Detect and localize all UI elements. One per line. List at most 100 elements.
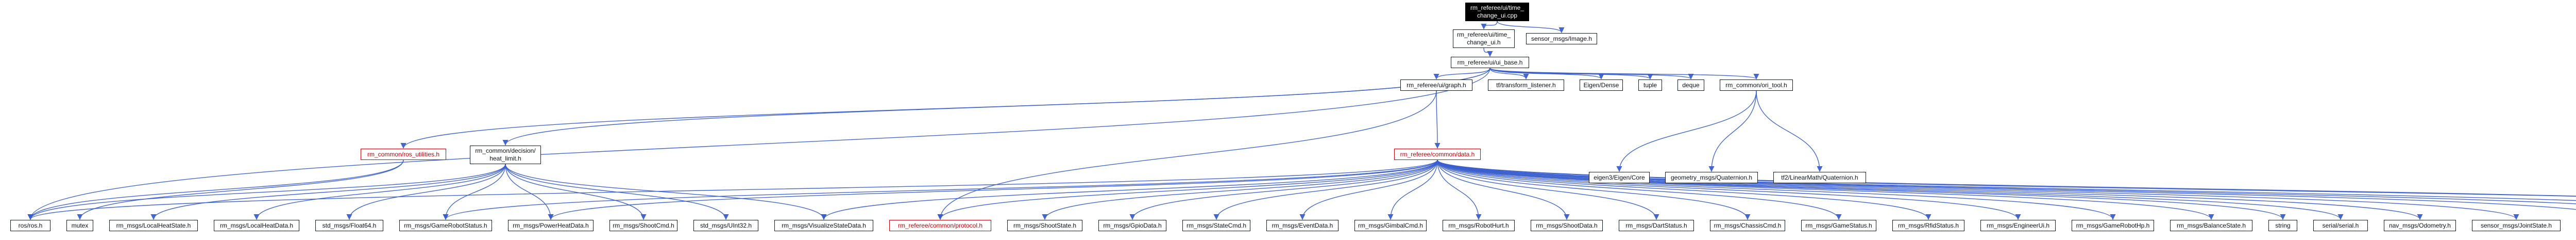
include-edge-rosutil-b1 (27, 159, 404, 220)
include-edge-uibase-eigen (1489, 68, 1604, 80)
graph-node-deque: deque (1677, 79, 1704, 91)
graph-node-b21: rm_msgs/GameStatus.h (1801, 220, 1876, 231)
graph-node-b20: rm_msgs/ChassisCmd.h (1710, 220, 1785, 231)
graph-node-image: sensor_msgs/Image.h (1526, 33, 1597, 44)
include-edge-uibase-b1 (27, 68, 1490, 220)
include-edge-data-b27 (1437, 159, 2344, 220)
graph-node-b27: serial/serial.h (2313, 220, 2368, 231)
graph-node-b4: rm_msgs/LocalHeatData.h (214, 220, 299, 231)
include-edge-heat-b4 (253, 164, 506, 220)
include-edge-tcu_h-uibase (1483, 47, 1493, 57)
include-edge-data-b6 (443, 159, 1438, 220)
graph-node-b16: rm_msgs/GimbalCmd.h (1354, 220, 1427, 231)
include-edge-data-b28 (1437, 159, 2423, 220)
graph-node-b12: rm_msgs/ShootState.h (1007, 220, 1082, 231)
include-edge-uibase-heat (502, 68, 1490, 146)
graph-node-graph[interactable]: rm_referee/ui/graph.h (1400, 79, 1472, 91)
graph-node-b11[interactable]: rm_referee/common/protocol.h (889, 220, 991, 231)
include-edge-data-b30 (1437, 159, 2576, 210)
graph-node-b29: sensor_msgs/JointState.h (2472, 220, 2561, 231)
graph-node-uibase[interactable]: rm_referee/ui/ui_base.h (1451, 57, 1529, 68)
include-edge-data-b18 (1437, 159, 1570, 220)
include-edge-uibase-tuple (1489, 68, 1653, 80)
graph-node-tcu_h[interactable]: rm_referee/ui/time_ change_ui.h (1453, 29, 1515, 48)
include-edge-data-b13 (1129, 159, 1438, 220)
include-edge-uibase-tf (1489, 68, 1529, 80)
include-edge-heat-b9 (505, 164, 729, 220)
graph-node-b8: rm_msgs/ShootCmd.h (609, 220, 677, 231)
graph-node-tf: tf/transform_listener.h (1488, 79, 1564, 91)
include-edge-heat-b10 (505, 164, 827, 220)
include-edge-data-b34 (1437, 159, 2576, 197)
include-edge-data-b11 (937, 159, 1438, 220)
graph-node-b28: nav_msgs/Odometry.h (2384, 220, 2456, 231)
include-edge-heat-b1 (27, 164, 506, 220)
graph-node-heat[interactable]: rm_common/decision/ heat_limit.h (470, 146, 541, 164)
graph-node-b14: rm_msgs/StateCmd.h (1182, 220, 1250, 231)
graph-node-b26: string (2268, 220, 2297, 231)
graph-node-eigen: Eigen/Dense (1580, 79, 1623, 91)
include-edge-data-b16 (1387, 159, 1438, 220)
include-edge-data-b10 (821, 159, 1438, 220)
include-edge-graph-b11 (937, 90, 1437, 220)
graph-node-b9: std_msgs/UInt32.h (693, 220, 758, 231)
include-edge-uibase-oritool (1489, 68, 1759, 80)
include-edge-heat-b5 (346, 164, 506, 220)
graph-node-b7: rm_msgs/PowerHeatData.h (508, 220, 594, 231)
graph-node-b13: rm_msgs/GpioData.h (1098, 220, 1166, 231)
include-edge-heat-b8 (505, 164, 647, 220)
include-edge-data-b21 (1437, 159, 1842, 220)
graph-node-rosutil[interactable]: rm_common/ros_utilities.h (361, 149, 446, 160)
include-edge-data-b25 (1437, 159, 2214, 220)
include-edge-graph-data (1434, 90, 1440, 149)
include-edge-rosutil-b2 (77, 159, 404, 220)
include-edge-heat-b3 (150, 164, 506, 220)
include-edge-uibase-deque (1489, 68, 1694, 80)
graph-node-b6: rm_msgs/GameRobotStatus.h (399, 220, 492, 231)
include-edge-data-b29 (1437, 159, 2519, 220)
graph-node-geomq: geometry_msgs/Quaternion.h (1665, 172, 1758, 183)
graph-node-b25: rm_msgs/BalanceState.h (2170, 220, 2252, 231)
graph-node-eigcore: eigen3/Eigen/Core (1589, 172, 1650, 183)
graph-node-oritool[interactable]: rm_common/ori_tool.h (1720, 79, 1793, 91)
graph-node-b1: ros/ros.h (10, 220, 50, 231)
include-edge-data-b33 (1437, 159, 2576, 197)
include-edge-data-b14 (1213, 159, 1438, 220)
include-edge-data-b24 (1437, 159, 2116, 220)
include-edge-oritool-tf2q (1756, 90, 1823, 172)
include-edge-data-b23 (1437, 159, 2021, 220)
include-edge-root-tcu_h (1481, 21, 1498, 30)
graph-node-b18: rm_msgs/ShootData.h (1531, 220, 1603, 231)
graph-node-b17: rm_msgs/RobotHurt.h (1443, 220, 1515, 231)
include-edge-data-b32 (1437, 159, 2576, 201)
include-edge-uibase-graph (1433, 68, 1490, 80)
include-edge-data-b17 (1437, 159, 1482, 220)
graph-node-b24: rm_msgs/GameRobotHp.h (2072, 220, 2154, 231)
include-edge-data-b12 (1042, 159, 1438, 220)
include-edge-data-b31 (1437, 159, 2576, 204)
graph-node-b5: std_msgs/Float64.h (315, 220, 383, 231)
include-edge-oritool-geomq (1708, 90, 1757, 172)
graph-node-root: rm_referee/ui/time_ change_ui.cpp (1465, 3, 1529, 21)
include-edge-data-b20 (1437, 159, 1751, 220)
graph-node-b10: rm_msgs/VisualizeStateData.h (774, 220, 873, 231)
include-edge-uibase-rosutil (400, 68, 1490, 149)
include-edge-data-b19 (1437, 159, 1659, 220)
graph-node-b19: rm_msgs/DartStatus.h (1619, 220, 1694, 231)
graph-node-b15: rm_msgs/EventData.h (1266, 220, 1338, 231)
graph-node-b2: mutex (66, 220, 93, 231)
include-edge-oritool-eigcore (1616, 90, 1757, 172)
include-edge-heat-b7 (505, 164, 554, 220)
include-edge-data-b26 (1437, 159, 2286, 220)
include-edge-heat-b6 (443, 164, 506, 220)
graph-node-b22: rm_msgs/RfidStatus.h (1892, 220, 1964, 231)
graph-node-b23: rm_msgs/EngineerUi.h (1980, 220, 2056, 231)
graph-node-tuple: tuple (1638, 79, 1662, 91)
graph-node-data[interactable]: rm_referee/common/data.h (1394, 149, 1481, 160)
include-edge-data-b15 (1299, 159, 1438, 220)
graph-node-tf2q: tf2/LinearMath/Quaternion.h (1773, 172, 1866, 183)
include-edge-data-b22 (1437, 159, 1931, 220)
graph-node-b3: rm_msgs/LocalHeatState.h (109, 220, 198, 231)
include-edge-data-b1 (27, 159, 1438, 220)
